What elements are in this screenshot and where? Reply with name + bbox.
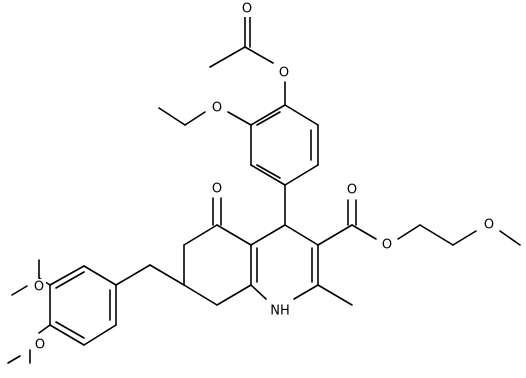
atom-label-o-ester-single: O [382,238,392,253]
atom-labels: O O O O O O O NH O O [32,1,496,353]
atom-label-o-methoxyethyl: O [484,218,494,233]
atom-label-o-ketone: O [212,182,222,197]
atom-label-o-methoxy-lower: O [35,338,45,353]
atom-label-o-ethoxy: O [212,101,222,116]
atom-label-o-acetyl-carbonyl: O [242,2,252,17]
atom-label-o-methoxy-upper: O [34,280,44,295]
atom-label-o-acetyl-ester: O [279,66,289,81]
atom-label-nh: NH [270,304,290,319]
atom-label-o-ester-carbonyl: O [347,183,357,198]
bond-lines [7,15,521,364]
